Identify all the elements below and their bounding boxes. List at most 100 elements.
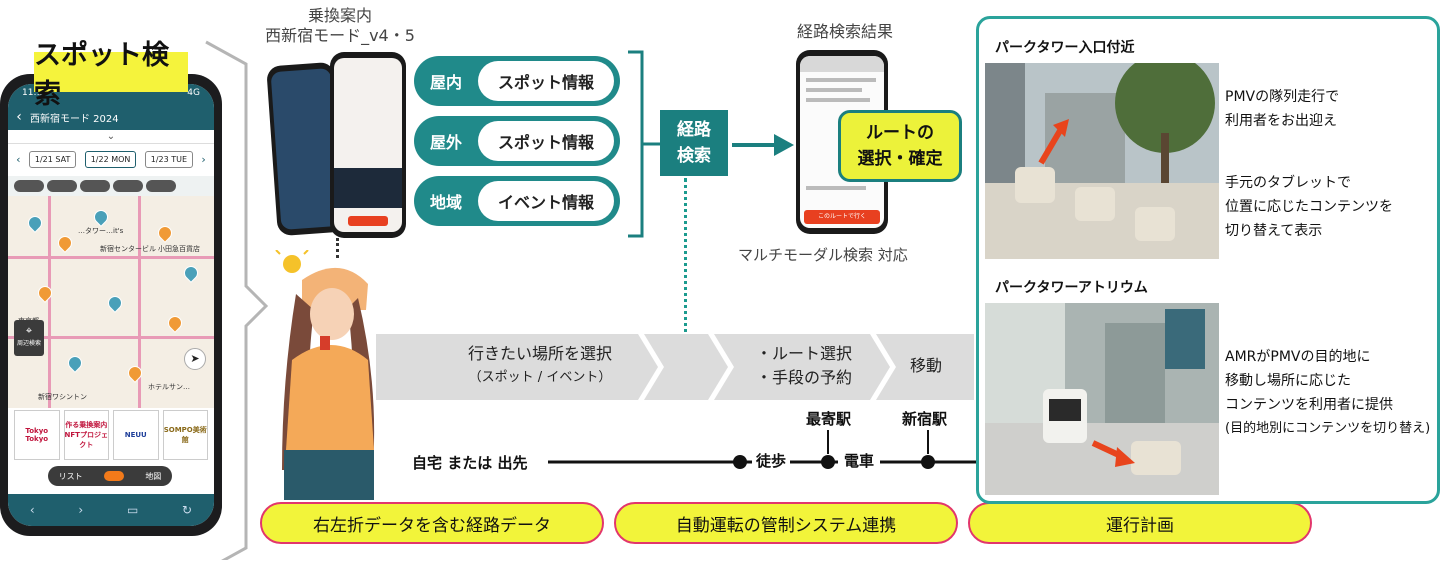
back-arrow-icon[interactable]: ‹: [16, 109, 22, 125]
forward-icon[interactable]: ›: [78, 503, 84, 517]
flow-step-2: ・ルート選択 ・手段の予約: [734, 342, 874, 390]
arrow-right-icon: [732, 134, 794, 156]
photo-illustration: [985, 63, 1219, 259]
prev-date-icon[interactable]: ‹: [16, 152, 21, 166]
app-caption: 乗換案内 西新宿モード_v4・5: [240, 6, 440, 46]
category-label: 屋内: [429, 73, 462, 92]
app-caption-line2: 西新宿モード_v4・5: [265, 26, 415, 45]
screen-line: [806, 98, 870, 102]
section2-text-line1: AMRがPMVの目的地に: [1225, 349, 1371, 365]
category-brace: [628, 50, 660, 238]
date-button[interactable]: 1/21 SAT: [28, 150, 77, 168]
bracket-shape: [205, 40, 269, 560]
dotted-connector: [336, 238, 339, 258]
banner[interactable]: NEUU: [113, 410, 159, 460]
category-value: スポット情報: [478, 121, 614, 161]
journey-node: [921, 455, 935, 469]
screen-button: [348, 216, 388, 226]
map-pin-icon[interactable]: [165, 313, 185, 333]
section2-text: AMRがPMVの目的地に 移動し場所に応じた コンテンツを利用者に提供 (目的地…: [1225, 345, 1430, 441]
map-pin-icon[interactable]: [35, 283, 55, 303]
app-header: ‹ 西新宿モード 2024: [8, 104, 214, 130]
right-panel: パークタワー入口付近 PMVの隊列走行で 利用者をお出迎え 手元のタブレットで …: [976, 16, 1440, 504]
map-road: [48, 196, 51, 408]
map-label: ホテルサン…: [148, 383, 190, 391]
list-map-toggle[interactable]: リスト 地図: [48, 466, 172, 486]
date-button[interactable]: 1/23 TUE: [144, 150, 194, 168]
map-pin-icon[interactable]: [65, 353, 85, 373]
spot-search-title: スポット検索: [34, 40, 188, 110]
map-road: [8, 336, 214, 339]
photo-illustration: [985, 303, 1219, 495]
park-tower-entrance-photo: [985, 63, 1219, 259]
map-pin-icon[interactable]: [105, 293, 125, 313]
map-label: …タワー…it's: [78, 227, 124, 235]
map-label: 新宿ワシントン: [38, 393, 87, 401]
map-road: [8, 256, 214, 259]
journey-origin: 自宅 または 出先: [412, 454, 528, 472]
category-chip[interactable]: [14, 180, 44, 192]
map-pin-icon[interactable]: [55, 233, 75, 253]
section2-title: パークタワーアトリウム: [995, 280, 1148, 296]
control-system-pill: 自動運転の管制システム連携: [614, 502, 958, 544]
banner-row: Tokyo Tokyo 作る乗換案内 NFTプロジェクト NEUU SOMPO美…: [14, 410, 208, 460]
category-chip[interactable]: [80, 180, 110, 192]
map-label: 小田急百貨店: [158, 245, 200, 253]
nearby-search-button[interactable]: ⌖ 周辺検索: [14, 320, 44, 356]
next-date-icon[interactable]: ›: [201, 152, 206, 166]
park-tower-atrium-photo: [985, 303, 1219, 495]
section1-title: パークタワー入口付近: [995, 40, 1135, 56]
section2-text-line2: 移動し場所に応じた: [1225, 373, 1351, 389]
section1-text2-line2: 位置に応じたコンテンツを: [1225, 199, 1393, 215]
category-pill: 地域 イベント情報: [414, 176, 620, 226]
category-chip[interactable]: [47, 180, 77, 192]
category-chip[interactable]: [146, 180, 176, 192]
reload-icon[interactable]: ↻: [182, 503, 193, 517]
map-pin-icon[interactable]: [91, 207, 111, 227]
flow-step-1-main: 行きたい場所を選択: [467, 344, 612, 363]
route-data-pill: 右左折データを含む経路データ: [260, 502, 604, 544]
flow-band: [376, 334, 974, 400]
map-pin-icon[interactable]: [181, 263, 201, 283]
category-label: 屋外: [429, 133, 462, 152]
section1-text2-line1: 手元のタブレットで: [1225, 175, 1351, 191]
section1-text1: PMVの隊列走行で 利用者をお出迎え: [1225, 85, 1339, 133]
banner[interactable]: 作る乗換案内 NFTプロジェクト: [63, 410, 109, 460]
person-illustration: [275, 250, 375, 500]
back-icon[interactable]: ‹: [29, 503, 35, 517]
result-caption: 経路検索結果: [796, 22, 893, 41]
date-selector: ‹ 1/21 SAT 1/22 MON 1/23 TUE ›: [8, 146, 214, 172]
section1-text1-line2: 利用者をお出迎え: [1225, 113, 1337, 129]
bookmarks-icon[interactable]: ▭: [126, 503, 139, 517]
category-value: イベント情報: [478, 181, 614, 221]
spot-map[interactable]: 新宿センタービル 小田急百貨店 …タワー…it's 東京都 新宿ワシントン ホテ…: [8, 196, 214, 408]
journey-node: [733, 455, 747, 469]
nearest-station: 最寄駅: [806, 410, 852, 428]
section1-text2: 手元のタブレットで 位置に応じたコンテンツを 切り替えて表示: [1225, 171, 1393, 243]
map-label: 新宿センタービル: [100, 245, 156, 253]
category-pill: 屋外 スポット情報: [414, 116, 620, 166]
banner[interactable]: SOMPO美術館: [162, 410, 208, 460]
map-pin-icon[interactable]: [125, 363, 145, 383]
app-caption-line1: 乗換案内: [307, 6, 372, 25]
chevron-down-icon[interactable]: ⌄: [8, 130, 214, 144]
route-search-box: 経路 検索: [660, 110, 728, 176]
flow-step-shape: [376, 334, 658, 400]
browser-bottom-bar: ‹ › ▭ ↻: [8, 494, 214, 526]
banner[interactable]: Tokyo Tokyo: [14, 410, 60, 460]
go-route-button[interactable]: このルートで行く: [804, 210, 880, 224]
multimodal-caption: マルチモーダル検索 対応: [738, 246, 908, 264]
phone-screen: [334, 58, 402, 232]
locate-me-icon[interactable]: ➤: [184, 348, 206, 370]
map-pin-icon[interactable]: [155, 223, 175, 243]
flow-step-1: 行きたい場所を選択 （スポット / イベント）: [420, 342, 660, 390]
app-phone-front: [330, 52, 406, 238]
map-pin-icon[interactable]: [25, 213, 45, 233]
flow-step-shape: [644, 334, 728, 400]
category-chip[interactable]: [113, 180, 143, 192]
category-chips: [8, 176, 214, 196]
date-button[interactable]: 1/22 MON: [84, 150, 137, 168]
dotted-connector: [684, 178, 687, 364]
toggle-switch[interactable]: [103, 471, 124, 481]
shinjuku-station: 新宿駅: [902, 410, 948, 428]
